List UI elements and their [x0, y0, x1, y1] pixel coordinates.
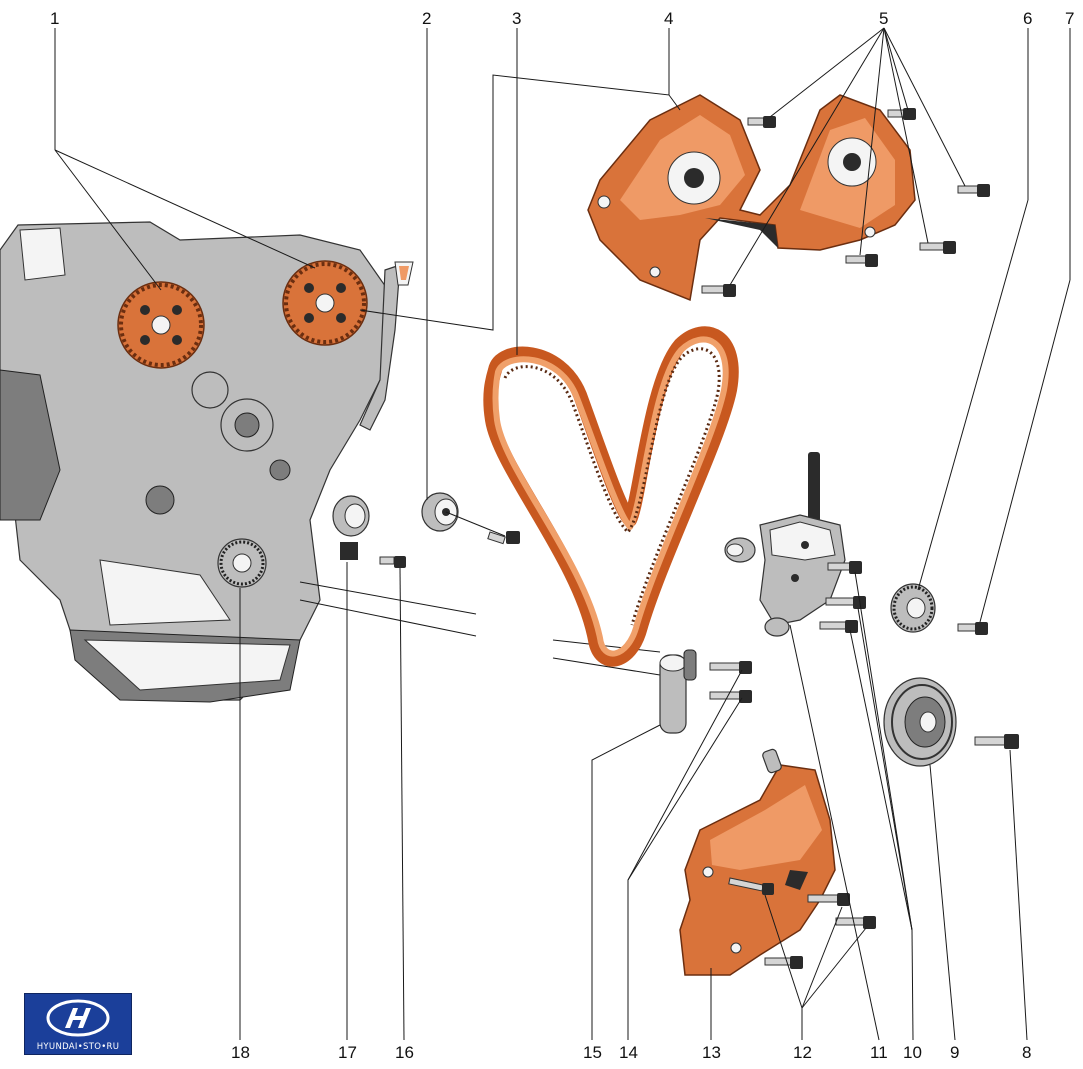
lower-cover-bolt-2	[807, 893, 850, 906]
bolt-idler-16	[379, 556, 406, 568]
lower-cover-bolt-4	[764, 956, 803, 969]
callout-10: 10	[903, 1043, 922, 1062]
callout-4: 4	[664, 9, 673, 28]
callout-15: 15	[583, 1043, 602, 1062]
cover-bolt-5	[845, 254, 878, 267]
tensioner-bolt-lower	[709, 690, 752, 703]
callout-11: 11	[870, 1043, 888, 1062]
tensioner-bracket	[724, 452, 846, 637]
hyundai-emblem-icon	[46, 999, 110, 1037]
callout-1: 1	[50, 9, 59, 28]
engine-block	[0, 221, 414, 703]
callout-5: 5	[879, 9, 888, 28]
callout-16: 16	[395, 1043, 414, 1062]
bracket-bolt-lower	[819, 620, 858, 633]
logo-text: HYUNDAI•STO•RU	[36, 1042, 120, 1052]
callout-9: 9	[950, 1043, 959, 1062]
callout-7: 7	[1065, 9, 1074, 28]
pulley-bolt-7	[957, 622, 988, 635]
callout-2: 2	[422, 9, 431, 28]
callout-17: 17	[338, 1043, 357, 1062]
idler-pulley-6	[890, 583, 936, 633]
cover-bolt-4	[919, 241, 956, 254]
camshaft-sprocket-left	[117, 281, 205, 369]
callout-8: 8	[1022, 1043, 1031, 1062]
crankshaft-pulley-bolt	[974, 734, 1019, 749]
idler-pulley-mounted	[332, 495, 370, 560]
cover-bolt-1	[747, 116, 776, 128]
lower-timing-cover	[679, 748, 836, 976]
tensioner-bolt-upper	[709, 661, 752, 674]
callout-6: 6	[1023, 9, 1032, 28]
lower-cover-bolt-3	[835, 916, 876, 929]
hyundai-sto-logo: HYUNDAI•STO•RU	[24, 993, 132, 1055]
bracket-bolt-upper	[827, 561, 862, 574]
callout-14: 14	[619, 1043, 638, 1062]
leader-lines	[54, 27, 1071, 1041]
idler-pulley	[421, 492, 459, 532]
callout-13: 13	[702, 1043, 721, 1062]
crankshaft-pulley	[883, 677, 957, 767]
cover-bolt-2	[887, 108, 916, 120]
bolt-idler-pulley	[445, 511, 520, 545]
camshaft-sprocket-right	[282, 260, 368, 346]
callout-12: 12	[793, 1043, 812, 1062]
alignment-lines	[299, 581, 661, 676]
callout-3: 3	[512, 9, 521, 28]
auto-tensioner	[659, 649, 697, 734]
upper-timing-cover	[587, 94, 916, 302]
crankshaft-sprocket	[217, 538, 267, 588]
cover-bolt-3	[957, 184, 990, 197]
callout-18: 18	[231, 1043, 250, 1062]
cover-bolt-6	[701, 284, 736, 297]
callout-numbers: 1 2 3 4 5 6 7 8 9 10 11 12 13 14 15 16 1…	[50, 9, 1074, 1062]
lower-cover-bolt-1	[728, 877, 774, 895]
timing-belt	[483, 326, 739, 667]
